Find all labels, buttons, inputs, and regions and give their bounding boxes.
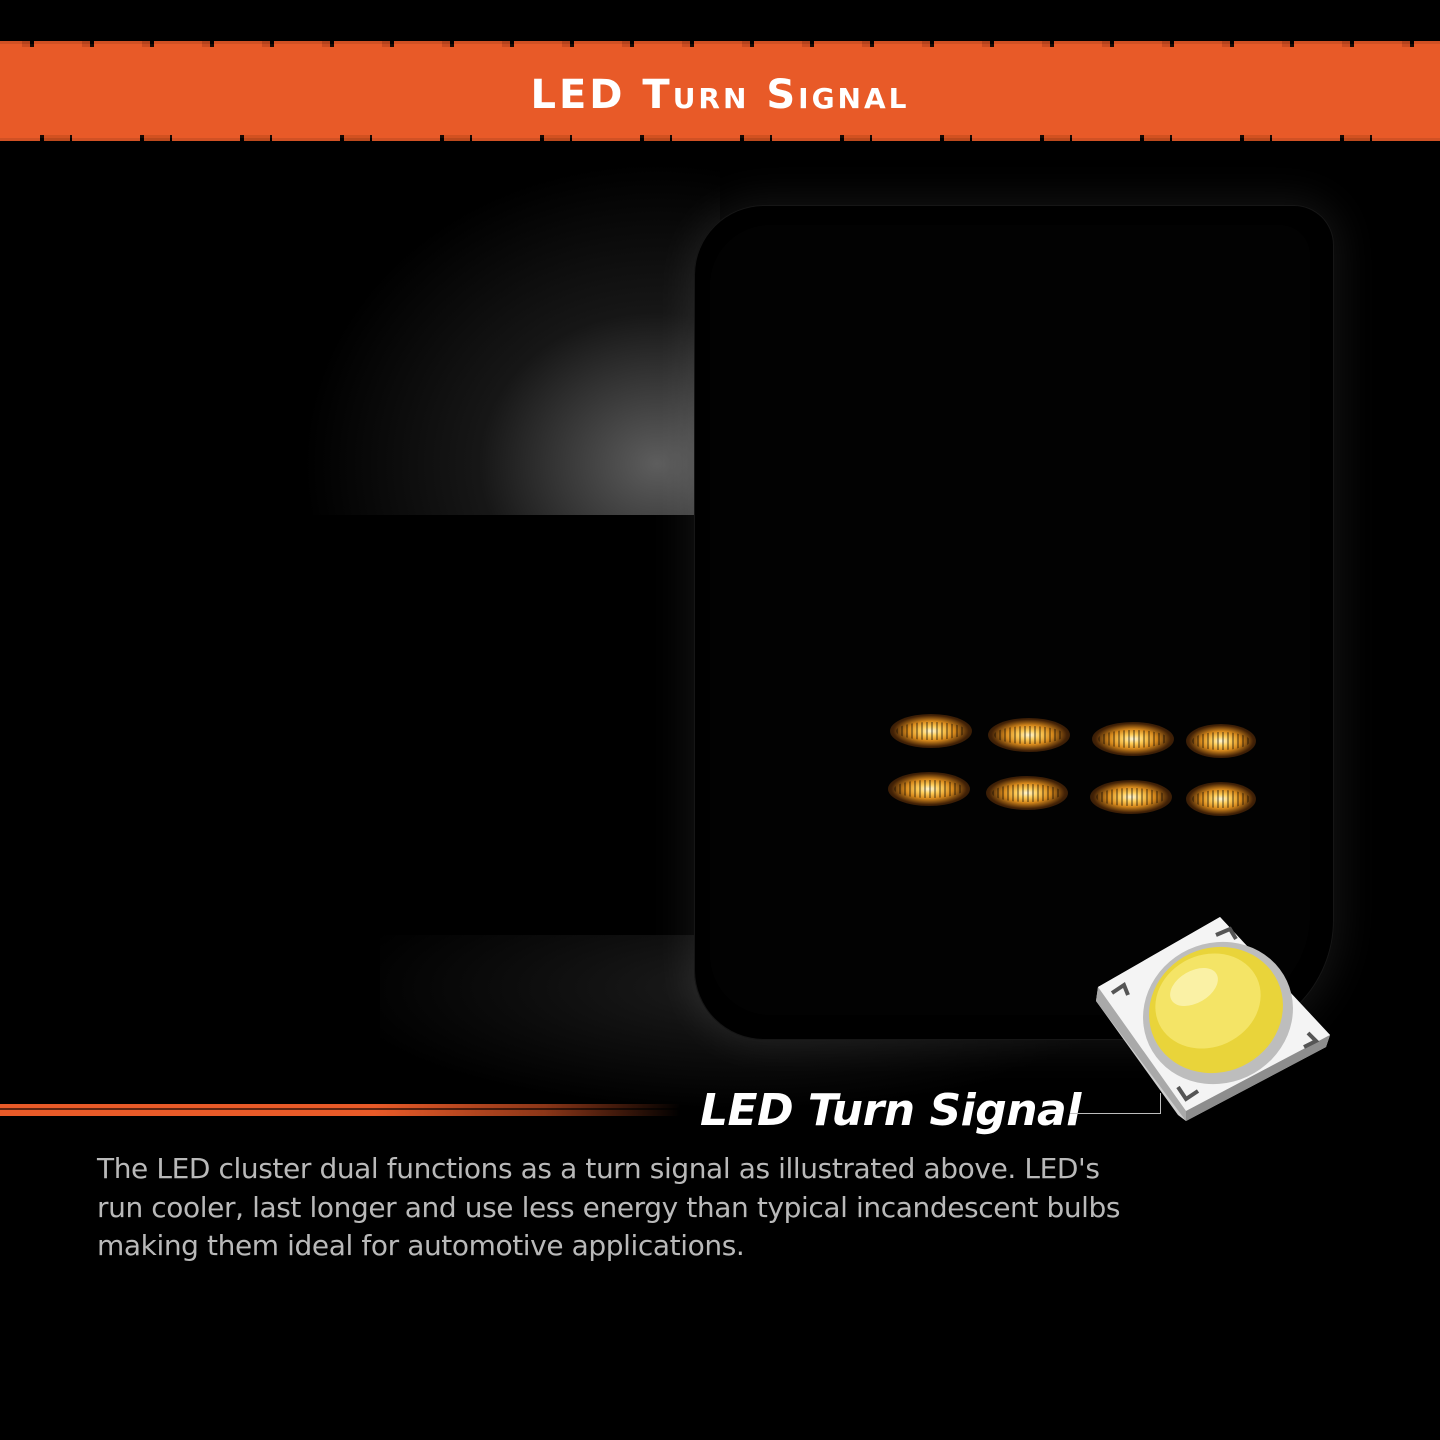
description-line: making them ideal for automotive applica… [97,1229,745,1262]
led-light [1186,782,1256,816]
led-light [1092,722,1174,756]
description-line: run cooler, last longer and use less ene… [97,1190,1121,1224]
description-line: The LED cluster dual functions as a turn… [97,1152,1100,1185]
callout-leader-line [1070,1113,1160,1114]
led-light [890,714,972,748]
led-light [1186,724,1256,758]
accent-stripe [0,1104,680,1116]
led-chip-icon [1096,917,1330,1121]
feature-description: The LED cluster dual functions as a turn… [97,1150,1177,1266]
banner-title: LED Turn Signal [530,72,910,118]
mirror-highlight [300,160,720,540]
feature-caption: LED Turn Signal [700,1085,1081,1136]
led-light [988,718,1070,752]
led-light [888,772,970,806]
led-light [1090,780,1172,814]
callout-leader-line [1160,1093,1161,1114]
led-light [986,776,1068,810]
title-banner: LED Turn Signal [0,41,1440,141]
mirror-face [710,225,1310,1015]
